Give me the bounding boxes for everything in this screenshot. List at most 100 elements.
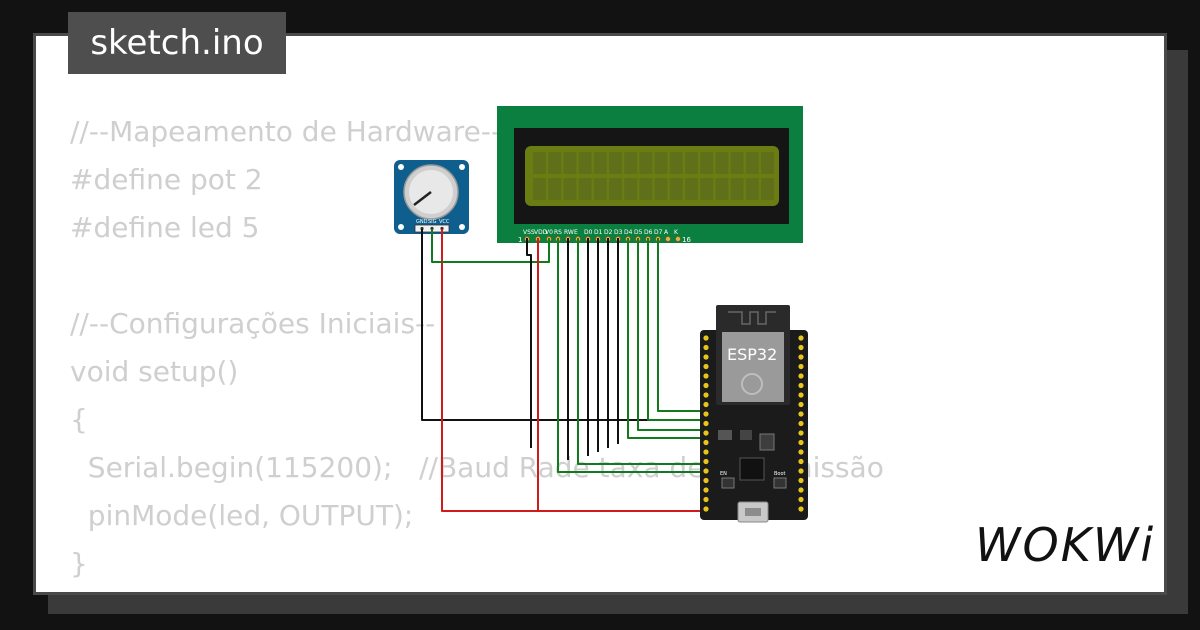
code-line: //--Configurações Iniciais--	[70, 307, 436, 340]
lcd-cell	[609, 152, 622, 174]
esp32-pin[interactable]	[798, 449, 804, 455]
lcd-cell	[639, 152, 653, 174]
lcd-pin-label: VDD	[534, 229, 548, 236]
code-line: //--Mapeamento de Hardware--	[70, 115, 502, 148]
code-line: void setup()	[70, 355, 239, 388]
esp32-pin[interactable]	[703, 439, 709, 446]
esp32-pin[interactable]	[703, 449, 709, 455]
pot-hole	[398, 164, 404, 170]
esp32-pin[interactable]	[703, 430, 709, 436]
lcd-pin-label: D7	[654, 229, 663, 236]
lcd-cell	[624, 152, 638, 174]
lcd-pin-number: 1	[518, 236, 522, 244]
esp32-pin[interactable]	[798, 506, 804, 512]
esp32-pin[interactable]	[798, 344, 804, 351]
wokwi-logo: WOKWi	[975, 518, 1156, 572]
lcd-cell	[669, 152, 683, 174]
lcd-cell	[745, 178, 759, 200]
lcd-cell	[730, 152, 744, 174]
lcd-cell	[593, 152, 607, 174]
wire-pot-vcc	[441, 229, 700, 512]
lcd-cell	[548, 152, 562, 174]
esp32-left-header	[703, 335, 709, 512]
wire-lcd-vss	[526, 238, 532, 448]
lcd-pin-label: RW	[564, 229, 574, 236]
smd-chip	[718, 430, 732, 440]
esp32-pin[interactable]	[703, 344, 709, 351]
esp32-pin[interactable]	[703, 373, 709, 379]
pot-indicator	[413, 191, 432, 206]
esp32-pin[interactable]	[703, 382, 709, 389]
esp32-pin[interactable]	[798, 468, 804, 474]
esp32-board[interactable]: ESP32 EN Boot	[700, 305, 808, 523]
lcd-cell	[639, 178, 653, 200]
lcd-cell	[624, 178, 638, 200]
esp32-pin[interactable]	[703, 392, 709, 398]
usb-uart-chip	[739, 457, 765, 481]
esp32-pin[interactable]	[703, 506, 709, 512]
esp32-pin[interactable]	[798, 363, 804, 370]
esp32-pin[interactable]	[703, 354, 709, 360]
lcd-cell	[700, 178, 714, 200]
esp32-pin[interactable]	[703, 411, 709, 417]
wire-lcd-d4	[627, 238, 700, 439]
esp32-pin[interactable]	[798, 392, 804, 398]
lcd-cell	[563, 152, 577, 174]
code-line: pinMode(led, OUTPUT);	[70, 499, 414, 532]
lcd-cell	[745, 152, 759, 174]
esp32-pin[interactable]	[703, 401, 709, 408]
lcd-character-cells	[533, 152, 774, 200]
smd-chip	[740, 430, 752, 440]
pot-hole	[459, 224, 465, 230]
lcd-pin[interactable]	[675, 235, 682, 242]
pot-pin-label: VCC	[439, 219, 450, 225]
esp32-pin[interactable]	[703, 335, 709, 341]
esp32-pin[interactable]	[703, 477, 709, 484]
esp32-pin[interactable]	[798, 439, 804, 446]
code-line: #define led 5	[70, 211, 260, 244]
lcd-cell	[609, 178, 622, 200]
lcd-cell	[593, 178, 607, 200]
lcd-pin[interactable]	[665, 235, 672, 242]
lcd-cell	[578, 178, 592, 200]
lcd-cell	[548, 178, 562, 200]
lcd-pin-label: RS	[554, 229, 562, 236]
esp32-pin[interactable]	[703, 363, 709, 370]
esp32-pin[interactable]	[798, 430, 804, 436]
potentiometer[interactable]: GND SIG VCC	[394, 160, 469, 234]
lcd-cell	[533, 152, 546, 174]
esp32-pin[interactable]	[798, 420, 804, 427]
boot-button[interactable]	[773, 477, 787, 489]
esp32-pin[interactable]	[798, 458, 804, 465]
esp32-pin[interactable]	[798, 401, 804, 408]
lcd-pin-label: V0	[545, 229, 553, 236]
en-button-label: EN	[720, 471, 727, 477]
esp32-pin[interactable]	[703, 487, 709, 493]
esp32-pin[interactable]	[703, 468, 709, 474]
esp32-pin[interactable]	[703, 420, 709, 427]
esp32-pin[interactable]	[798, 477, 804, 484]
lcd-pin-label: D6	[644, 229, 653, 236]
file-tab[interactable]: sketch.ino	[68, 12, 286, 74]
esp32-pin[interactable]	[798, 411, 804, 417]
lcd-cell	[669, 178, 683, 200]
esp32-pin[interactable]	[798, 373, 804, 379]
lcd-cell	[715, 178, 729, 200]
lcd-cell	[533, 178, 546, 200]
lcd-pin-label: A	[664, 229, 669, 236]
esp32-pin[interactable]	[703, 496, 709, 503]
esp32-pin[interactable]	[798, 496, 804, 503]
esp32-pin[interactable]	[798, 354, 804, 360]
lcd-pin-label: E	[574, 229, 578, 236]
esp32-pin[interactable]	[703, 458, 709, 465]
lcd-cell	[654, 152, 668, 174]
en-button[interactable]	[721, 477, 735, 489]
esp32-pin[interactable]	[798, 335, 804, 341]
lcd-cell	[685, 178, 698, 200]
lcd-cell	[761, 152, 774, 174]
esp32-pin[interactable]	[798, 382, 804, 389]
code-background: //--Mapeamento de Hardware--#define pot …	[70, 108, 884, 588]
esp32-pin[interactable]	[798, 487, 804, 493]
